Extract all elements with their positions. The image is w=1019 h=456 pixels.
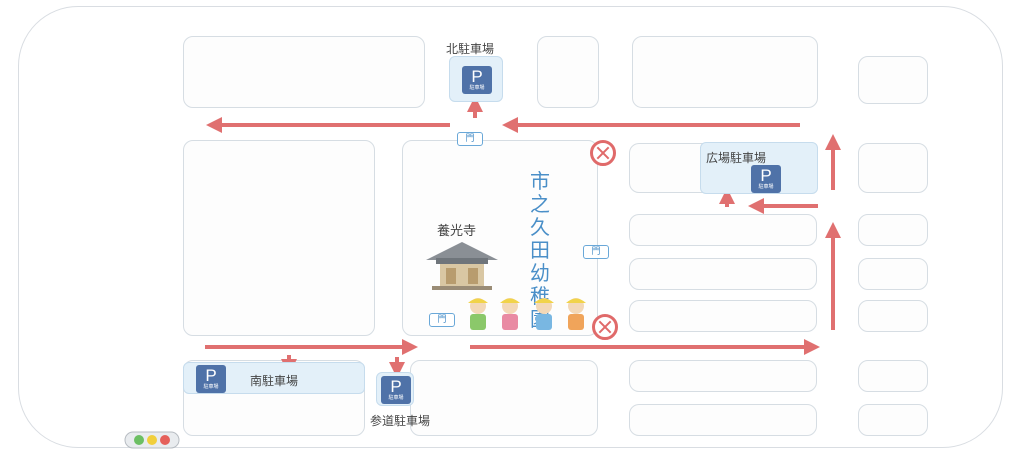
block xyxy=(858,404,928,436)
block xyxy=(632,36,818,108)
block xyxy=(629,258,817,290)
temple-icon xyxy=(426,242,498,290)
north-parking-label: 北駐車場 xyxy=(446,42,495,56)
block xyxy=(858,214,928,246)
no-entry-icon xyxy=(592,314,618,340)
south-parking-label: 南駐車場 xyxy=(250,374,299,388)
traffic-light-icon xyxy=(124,431,180,449)
approach-parking-label: 参道駐車場 xyxy=(370,414,431,428)
block xyxy=(629,214,817,246)
block xyxy=(537,36,599,108)
block xyxy=(629,404,817,436)
block xyxy=(858,360,928,392)
block xyxy=(183,36,425,108)
kindergarten-label: 市 之 久 田 幼 稚 園 xyxy=(530,169,550,331)
children-icon xyxy=(468,298,586,330)
no-entry-icon xyxy=(590,140,616,166)
plaza-parking-label: 広場駐車場 xyxy=(706,151,767,165)
block xyxy=(858,143,928,193)
kindergarten-block xyxy=(402,140,598,336)
block xyxy=(629,360,817,392)
gate-icon: 門 xyxy=(457,132,483,146)
gate-icon: 門 xyxy=(429,313,455,327)
block xyxy=(858,56,928,104)
block xyxy=(629,300,817,332)
gate-icon: 門 xyxy=(583,245,609,259)
block xyxy=(410,360,598,436)
block xyxy=(858,300,928,332)
block xyxy=(858,258,928,290)
block xyxy=(183,140,375,336)
temple-label: 養光寺 xyxy=(437,224,477,239)
